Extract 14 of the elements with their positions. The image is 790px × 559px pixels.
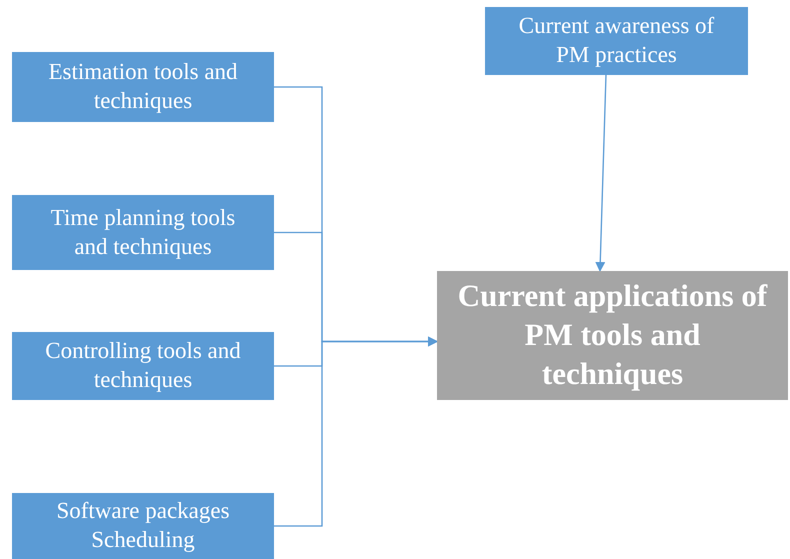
box-text: Software packages Scheduling — [55, 497, 231, 554]
box-text: Time planning tools and techniques — [50, 204, 236, 261]
connector-arrow — [595, 74, 607, 272]
factor-box — [12, 332, 274, 400]
factor-box — [12, 52, 274, 122]
factor-box — [12, 493, 274, 559]
box-text: Controlling tools and techniques — [44, 337, 242, 394]
box-text: Current applications of PM tools and techniques — [456, 277, 768, 393]
connector-arrow — [274, 336, 438, 527]
box-text: Current awareness of PM practices — [518, 12, 716, 69]
outcome-box — [437, 271, 788, 400]
box-text: Estimation tools and techniques — [47, 58, 239, 115]
factor-box — [485, 7, 748, 75]
factor-box — [12, 195, 274, 270]
